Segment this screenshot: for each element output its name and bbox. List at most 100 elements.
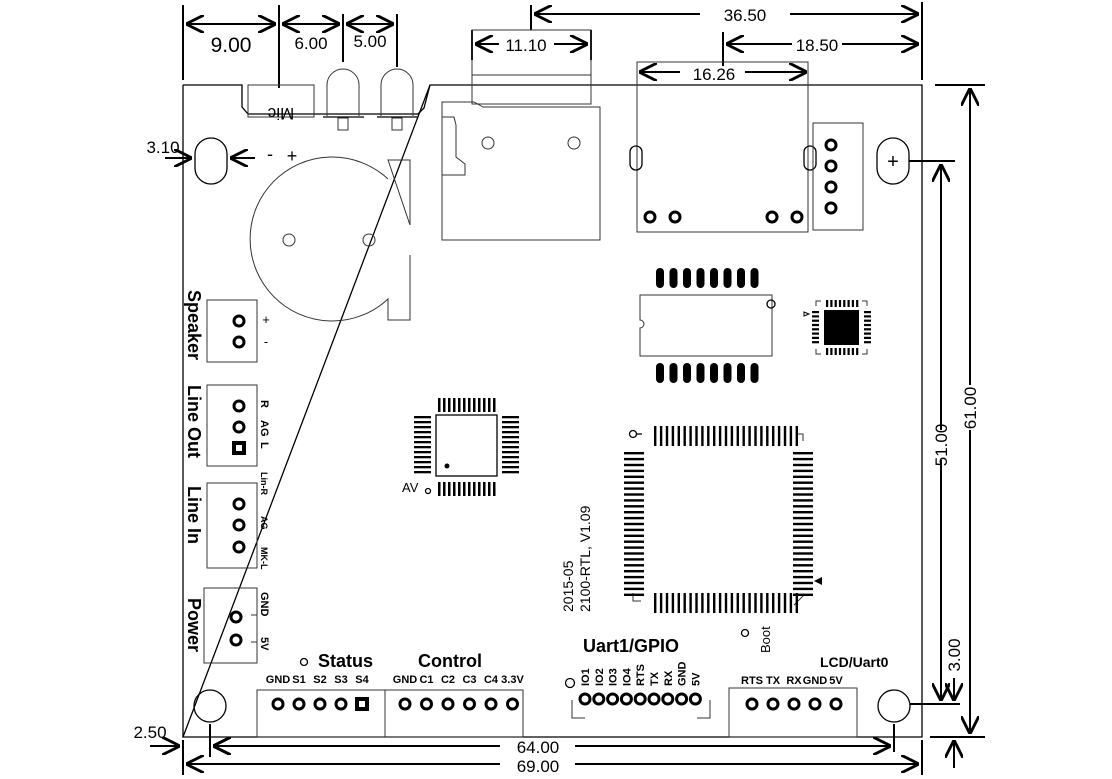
- status-label: Status: [318, 651, 373, 671]
- sd-card-slot: [441, 29, 601, 241]
- dim-11-10-label: 11.10: [505, 36, 546, 55]
- chip-pin: [864, 328, 871, 331]
- chip-pin: [772, 593, 775, 613]
- chip-pin: [624, 575, 644, 579]
- power-pin-5v: 5V: [258, 637, 270, 651]
- chip-pin: [812, 311, 819, 314]
- mount-plus-label: +: [887, 151, 899, 173]
- chip-pin: [488, 398, 491, 412]
- chip-pin: [783, 593, 787, 613]
- chip-pin: [793, 505, 813, 508]
- chip-pin: [724, 593, 728, 613]
- chip-pin: [414, 446, 431, 449]
- chip-pin: [783, 426, 787, 446]
- chip-pin: [713, 426, 716, 446]
- dim-16-26-label: 16.26: [693, 65, 736, 84]
- chip-pin: [772, 426, 775, 446]
- mount-hole-bottom-left: [193, 689, 227, 723]
- chip-pin: [754, 593, 757, 613]
- pin-hole: [420, 697, 433, 711]
- boot-pad: [740, 628, 750, 638]
- chip-pin: [812, 328, 819, 331]
- chip-pin: [624, 570, 644, 573]
- dim-6-label: 6.00: [294, 34, 327, 53]
- dim-64-label: 64.00: [517, 738, 560, 757]
- chip-pin: [659, 426, 663, 446]
- chip-pin: [624, 481, 644, 484]
- pin-label: IO3: [608, 668, 620, 686]
- chip-pin: [624, 534, 644, 537]
- chip-pin: [414, 451, 431, 454]
- chip-pin: [463, 482, 466, 496]
- pin-hole: [688, 692, 702, 706]
- chip-pin: [730, 426, 734, 446]
- chip-pin: [478, 482, 481, 496]
- chip-pin: [414, 456, 431, 459]
- chip-pin: [473, 482, 476, 496]
- speaker-connector: + - Speaker: [184, 290, 270, 363]
- dim-69-label: 69.00: [517, 757, 560, 776]
- chip-pin: [669, 363, 678, 383]
- chip-pin: [483, 482, 486, 496]
- chip-pin: [710, 363, 718, 383]
- chip-pin: [826, 348, 829, 355]
- pin-hole: [441, 697, 455, 711]
- chip-pin: [488, 482, 491, 496]
- chip-pin: [812, 323, 819, 327]
- chip-pin: [748, 593, 751, 613]
- chip-pin: [624, 564, 644, 567]
- chip-pin: [683, 593, 686, 613]
- chip-pin: [656, 363, 664, 383]
- chip-pin: [502, 451, 519, 454]
- av-label: AV: [402, 480, 419, 495]
- pin-hole: [506, 697, 519, 711]
- chip-pin: [414, 426, 431, 429]
- dim-top-right: 36.50 18.50 11.10 16.26: [471, 2, 923, 84]
- pin-label: TX: [766, 675, 781, 687]
- dim-36-50-label: 36.50: [724, 6, 767, 25]
- battery-plus-label: +: [287, 146, 298, 166]
- chip-pin: [502, 441, 519, 444]
- chip-pin: [795, 426, 798, 446]
- chip-pin: [689, 593, 692, 613]
- pin-hole: [808, 697, 822, 711]
- chip-pin: [847, 348, 850, 355]
- pin-hole: [633, 692, 647, 706]
- chip-pin: [458, 482, 461, 496]
- chip-pin: [736, 593, 739, 613]
- chip-pin: [414, 461, 431, 464]
- pin-hole: [271, 697, 285, 711]
- chip-pin: [665, 426, 669, 446]
- chip-pin: [793, 493, 813, 496]
- chip-pin: [624, 540, 644, 543]
- chip-pin: [760, 426, 763, 446]
- chip-pin: [750, 363, 759, 383]
- chip-pin: [793, 540, 813, 543]
- pin-hole: [592, 692, 606, 706]
- chip-pin: [834, 348, 837, 355]
- chip-pin: [502, 431, 519, 434]
- pin-label: C3: [462, 674, 476, 686]
- chip-pin: [864, 336, 871, 339]
- dim-3-label: 3.00: [945, 638, 964, 671]
- power-label: Power: [184, 598, 204, 652]
- chip-pin: [448, 482, 451, 496]
- pin-hole: [766, 697, 780, 711]
- chip-pin: [793, 475, 813, 478]
- chip-pin: [453, 398, 456, 412]
- chip-pin: [624, 546, 644, 549]
- chip-pin: [777, 593, 781, 613]
- chip-pin: [724, 426, 728, 446]
- chip-pin: [624, 457, 644, 461]
- chip-pin: [624, 552, 644, 555]
- pin-label: RX: [663, 670, 675, 686]
- chip-pin: [793, 469, 813, 473]
- pin-label: IO4: [621, 667, 633, 686]
- pin-hole: [313, 697, 327, 711]
- chip-pin: [710, 268, 718, 288]
- rj-module: [629, 61, 817, 233]
- chip-pin: [414, 441, 431, 444]
- chip-pin: [864, 319, 871, 322]
